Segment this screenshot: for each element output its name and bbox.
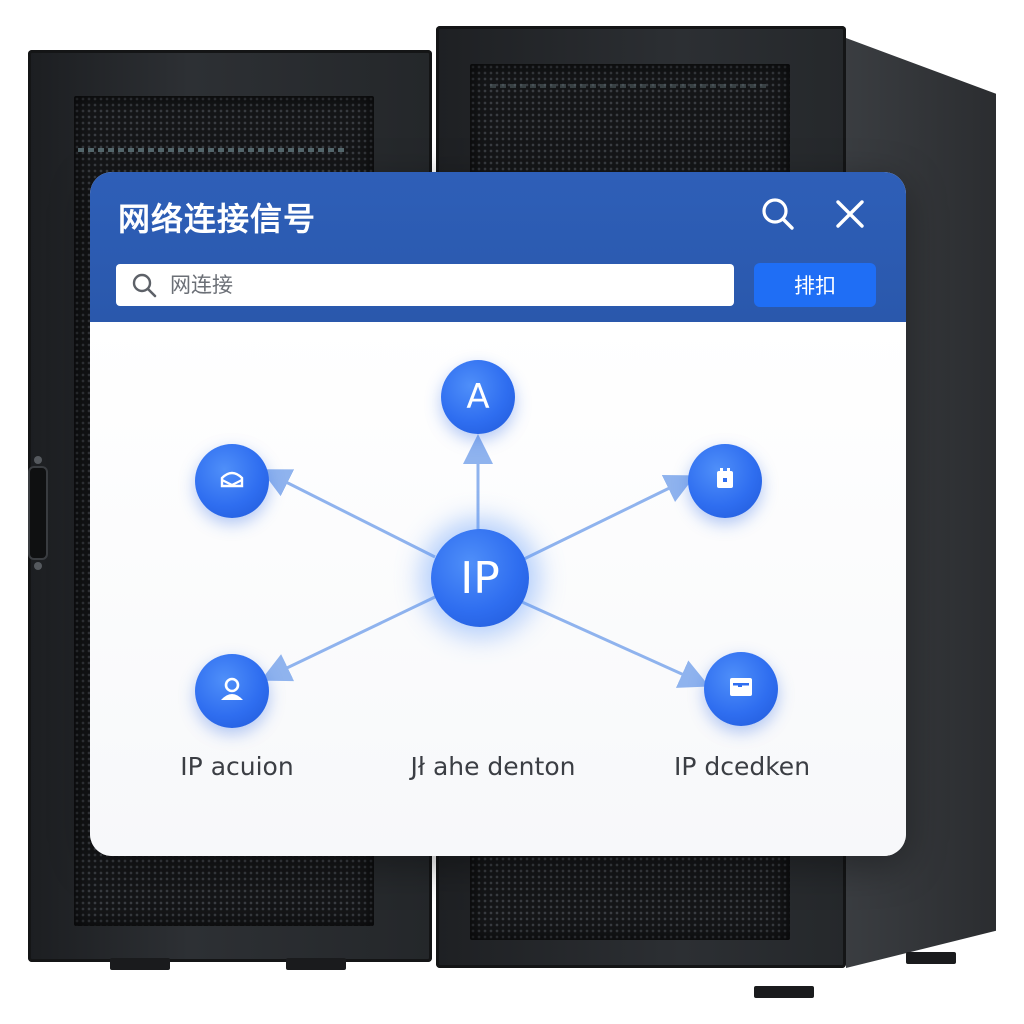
- rack-led-strip: [78, 148, 348, 152]
- rack-foot: [906, 952, 956, 964]
- search-bar: [116, 264, 734, 306]
- sort-button[interactable]: 排扣: [754, 263, 876, 307]
- node-bottom-left[interactable]: [195, 654, 269, 728]
- caption-center: Jł ahe denton: [410, 752, 576, 781]
- node-a[interactable]: A: [441, 360, 515, 434]
- rack-foot: [286, 958, 346, 970]
- caption-left: IP acuion: [180, 752, 294, 781]
- link-bottom-right: [521, 600, 710, 688]
- link-top-left: [260, 469, 436, 559]
- node-ip-center[interactable]: IP: [431, 529, 529, 627]
- node-top-right[interactable]: [688, 444, 762, 518]
- rack-door-handle: [30, 468, 46, 558]
- search-icon: [124, 264, 164, 306]
- search-input[interactable]: [164, 273, 734, 297]
- window-title: 网络连接信号: [118, 200, 317, 238]
- node-top-left[interactable]: [195, 444, 269, 518]
- user-icon: [216, 673, 248, 709]
- connection-lines: [260, 434, 710, 688]
- rack-foot: [754, 986, 814, 998]
- close-icon[interactable]: [828, 192, 872, 236]
- search-icon[interactable]: [756, 192, 800, 236]
- rack-hinge: [34, 562, 42, 570]
- network-window: 网络连接信号 排扣: [90, 172, 906, 856]
- node-bottom-right[interactable]: [704, 652, 778, 726]
- card-icon: [725, 671, 757, 707]
- node-a-label: A: [466, 377, 490, 417]
- rack-led-strip: [490, 84, 770, 88]
- rack-hinge: [34, 456, 42, 464]
- window-titlebar: 网络连接信号 排扣: [90, 172, 906, 322]
- link-bottom-left: [260, 595, 436, 682]
- node-ip-label: IP: [460, 552, 500, 604]
- network-diagram-panel: A IP: [90, 322, 906, 856]
- caption-right: IP dcedken: [673, 752, 811, 781]
- link-top-right: [521, 475, 696, 562]
- inbox-icon: [217, 464, 247, 498]
- rack-foot: [110, 958, 170, 970]
- calendar-icon: [710, 464, 740, 498]
